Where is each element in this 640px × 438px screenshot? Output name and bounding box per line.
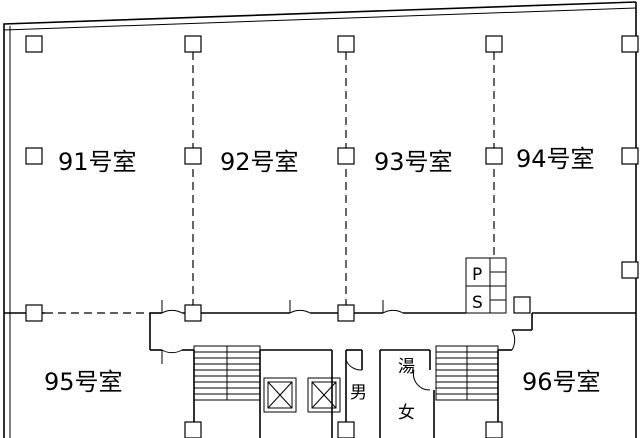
door-swings [161, 300, 516, 391]
outer-walls [3, 1, 637, 438]
pipe-shaft-label-p: P [472, 265, 482, 285]
room-92-label: 92号室 [220, 148, 299, 176]
elevator-2 [307, 377, 341, 413]
room-96-label: 96号室 [522, 368, 601, 396]
column [184, 421, 202, 438]
room-91-label: 91号室 [58, 148, 137, 176]
column [485, 35, 503, 53]
column [337, 421, 355, 438]
column [184, 147, 202, 165]
column [25, 304, 43, 322]
column [337, 147, 355, 165]
column [485, 421, 503, 438]
column [184, 35, 202, 53]
column [337, 35, 355, 53]
pipe-shaft-label-s: S [472, 293, 483, 313]
room-94-label: 94号室 [516, 145, 595, 173]
staircase-left [193, 345, 261, 401]
pipe-shaft [465, 257, 507, 314]
column [621, 147, 639, 165]
mens-toilet-label: 男 [350, 383, 367, 403]
column [25, 35, 43, 53]
column [621, 35, 639, 53]
womens-toilet-label: 女 [398, 403, 415, 423]
column [337, 304, 355, 322]
room-95-label: 95号室 [44, 368, 123, 396]
column [621, 261, 639, 279]
room-partitions [45, 52, 495, 314]
column [184, 304, 202, 322]
column [513, 296, 531, 314]
column [485, 147, 503, 165]
columns [25, 35, 639, 438]
kitchenette-label: 湯 [398, 357, 415, 377]
room-93-label: 93号室 [374, 148, 453, 176]
elevator-1 [263, 377, 297, 413]
column [25, 147, 43, 165]
staircase-right [435, 345, 499, 401]
